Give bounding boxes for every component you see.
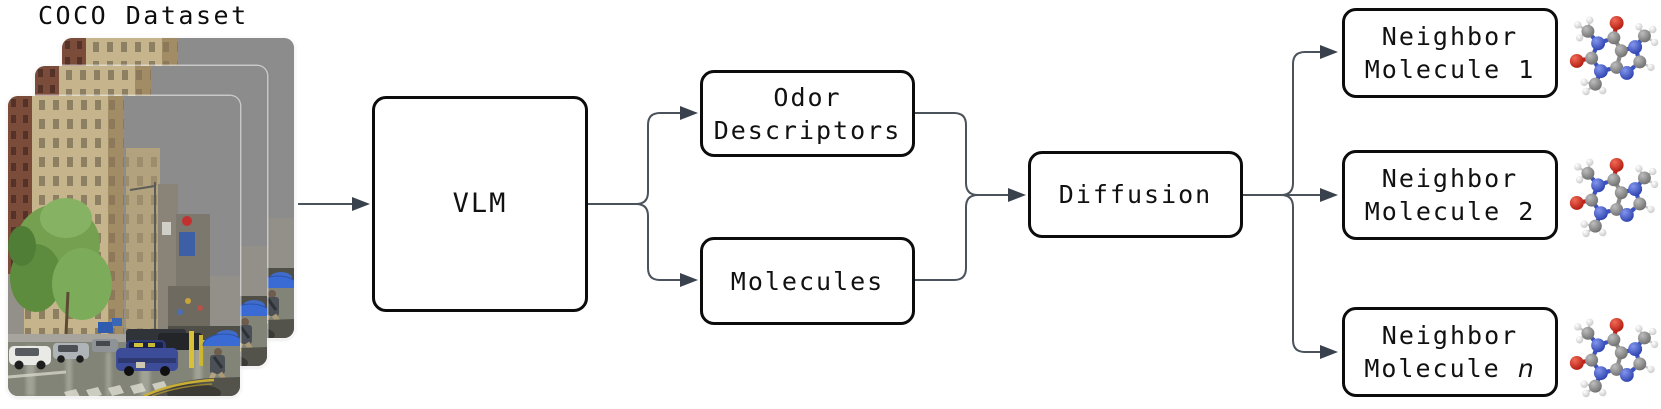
neighbor-2-line2: Molecule 2 bbox=[1364, 197, 1536, 226]
vlm-label: VLM bbox=[452, 188, 508, 220]
neighbor-molecule-n-node: Neighbor Molecule n bbox=[1342, 307, 1558, 397]
neighbor-molecule-2-node: Neighbor Molecule 2 bbox=[1342, 150, 1558, 240]
neighbor-n-line1: Neighbor bbox=[1381, 321, 1519, 350]
diffusion-label: Diffusion bbox=[1058, 180, 1213, 209]
neighbor-1-line2: Molecule 1 bbox=[1364, 55, 1536, 84]
odor-descriptors-node: Odor Descriptors bbox=[700, 70, 915, 157]
molecules-label: Molecules bbox=[730, 266, 885, 296]
odor-label-line1: Odor bbox=[773, 82, 842, 112]
vlm-node: VLM bbox=[372, 96, 588, 312]
neighbor-n-line2: Molecule n bbox=[1364, 354, 1536, 383]
molecule-3d-icon bbox=[1565, 10, 1659, 98]
odor-label-line2: Descriptors bbox=[713, 115, 902, 145]
molecules-node: Molecules bbox=[700, 237, 915, 325]
molecule-3d-icon bbox=[1565, 152, 1659, 240]
neighbor-1-line1: Neighbor bbox=[1381, 22, 1519, 51]
neighbor-molecule-1-node: Neighbor Molecule 1 bbox=[1342, 8, 1558, 98]
coco-dataset-title: COCO Dataset bbox=[38, 1, 249, 30]
neighbor-2-line1: Neighbor bbox=[1381, 164, 1519, 193]
molecule-3d-icon bbox=[1565, 312, 1659, 400]
diffusion-node: Diffusion bbox=[1028, 151, 1243, 238]
